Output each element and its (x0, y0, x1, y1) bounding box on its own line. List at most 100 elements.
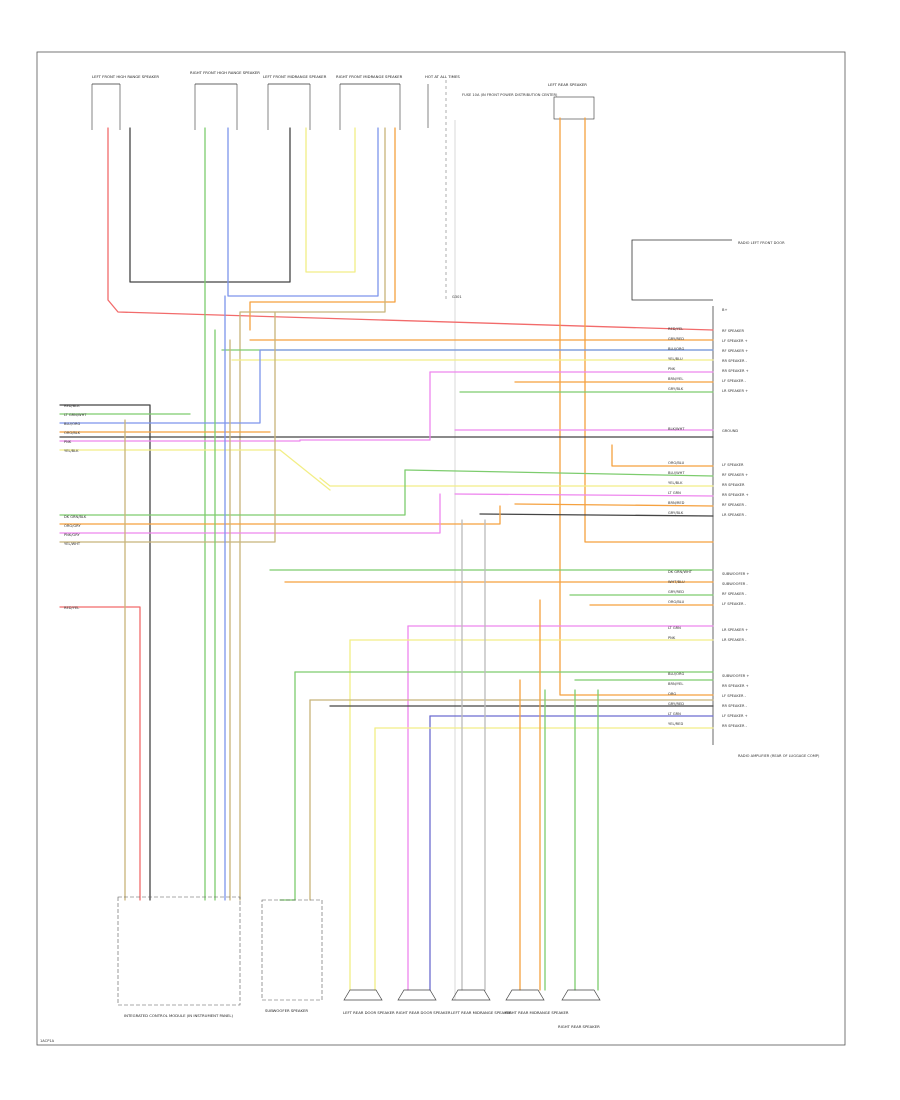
amp-wire-label: BLU/ORG (668, 347, 684, 351)
top-component-lr-speaker: LEFT REAR SPEAKER (548, 82, 587, 87)
amp-wire-label: ORG/BLU (668, 461, 685, 465)
amp-wire-label: GRY/BLK (668, 387, 684, 391)
amp-wire-label: BRN/YEL (668, 377, 683, 381)
amp-wire-label: BRN/RED (668, 501, 685, 505)
amp-pin: RR SPEAKER - (722, 724, 748, 728)
top-component-hot: HOT AT ALL TIMES (425, 74, 460, 79)
wire-orange (611, 444, 714, 467)
wire-pink (59, 371, 431, 442)
wire-gray (59, 404, 151, 901)
amp-wire-label: LT GRN (668, 491, 681, 495)
top-component-lf-high: LEFT FRONT HIGH RANGE SPEAKER (92, 74, 159, 79)
lr-door-speaker: LEFT REAR DOOR SPEAKER (343, 989, 395, 1015)
integrated-control-module-box (117, 896, 241, 1006)
wire-tan (59, 311, 276, 543)
top-component-rf-mid: RIGHT FRONT MIDRANGE SPEAKER (336, 74, 403, 79)
amp-wire-label: ORG (668, 692, 676, 696)
left-input-label: BLU/ORG (64, 422, 80, 426)
bottom-component-rr-speaker: RIGHT REAR SPEAKER (558, 1024, 600, 1029)
left-input-label: ORG/GRY (64, 524, 81, 528)
amp-pin: LR SPEAKER + (722, 389, 748, 393)
amp-pin: SUBWOOFER - (722, 582, 748, 586)
amp-pin: RR SPEAKER + (722, 684, 749, 688)
left-input-label: DK GRN/BLK (64, 515, 87, 519)
amp-pin: RF SPEAKER (722, 329, 745, 333)
wire-orange (559, 117, 714, 696)
diagram-id: 1ACP1A (40, 1039, 55, 1043)
amp-wire-label: YEL/BLU (668, 357, 683, 361)
wire-orange (249, 127, 396, 331)
bottom-component-lr-mid: LEFT REAR MIDRANGE SPEAKER (451, 1010, 512, 1015)
wire-red (107, 127, 714, 331)
amp-pin: RR SPEAKER (722, 483, 745, 487)
amp-pin: RF SPEAKER + (722, 349, 748, 353)
amp-pin: LF SPEAKER (722, 463, 744, 467)
amp-pin: RR SPEAKER - (722, 359, 748, 363)
amp-pin: RF SPEAKER - (722, 503, 747, 507)
bottom-components: INTEGRATED CONTROL MODULE (IN INSTRUMENT… (117, 896, 601, 1029)
amplifier-block: RADIO LEFT FRONT DOOR RADIO AMPLIFIER (R… (631, 239, 820, 758)
wire-gray (129, 127, 291, 283)
rr-door-speaker: RIGHT REAR DOOR SPEAKER (396, 989, 451, 1015)
amp-wire-label: ORG/BLU (668, 600, 685, 604)
left-input-label: PNK (64, 440, 72, 444)
amp-pins: B+ RF SPEAKER LF SPEAKER + RF SPEAKER + … (722, 308, 749, 728)
amp-wire-label: GRY/RED (668, 590, 684, 594)
fuse-circuit: G301 (445, 80, 462, 1000)
wire-yellow (319, 477, 714, 487)
amp-pin: LR SPEAKER + (722, 628, 748, 632)
left-input-label: YEL/BLK (64, 449, 79, 453)
amp-wire-label: GRY/RED (668, 702, 684, 706)
ground-label: G301 (452, 295, 462, 299)
wire-orange (59, 505, 501, 525)
bottom-component-lr-door: LEFT REAR DOOR SPEAKER (343, 1010, 395, 1015)
amp-pin: RR SPEAKER - (722, 704, 748, 708)
wire-red (59, 606, 141, 901)
left-input-label: RED/BLK (64, 404, 80, 408)
amp-pin: LR SPEAKER - (722, 638, 747, 642)
top-components: LEFT FRONT HIGH RANGE SPEAKER RIGHT FRON… (91, 70, 595, 130)
wire-pink (454, 493, 714, 497)
bottom-component-subwoofer: SUBWOOFER SPEAKER (265, 1008, 308, 1013)
amp-power-label: RADIO LEFT FRONT DOOR (738, 241, 785, 245)
amp-wire-label: PNK (668, 367, 676, 371)
lr-midrange-speaker: LEFT REAR MIDRANGE SPEAKER (451, 989, 512, 1015)
left-input-label: PNK/GRY (64, 533, 80, 537)
left-input-label: ORG/BLK (64, 431, 81, 435)
rr-midrange-speaker: RIGHT REAR MIDRANGE SPEAKER (505, 989, 569, 1015)
fuse-note: FUSE 10A (IN FRONT POWER DISTRIBUTION CE… (462, 93, 558, 97)
wire-green (279, 671, 296, 901)
bottom-component-icm: INTEGRATED CONTROL MODULE (IN INSTRUMENT… (124, 1013, 233, 1018)
top-component-lf-mid: LEFT FRONT MIDRANGE SPEAKER (263, 74, 327, 79)
amp-wire-label: YEL/BLK (668, 481, 683, 485)
left-input-label: YEL/WHT (64, 542, 81, 546)
wire-pink (59, 493, 441, 534)
wires (59, 117, 714, 991)
wire-yellow (59, 449, 331, 491)
amp-wire-label: YEL/RED (668, 722, 683, 726)
left-input-label: RED/YEL (64, 606, 79, 610)
amp-pin: GROUND (722, 429, 738, 433)
amp-pin: SUBWOOFER + (722, 572, 749, 576)
amp-pin: LF SPEAKER + (722, 714, 748, 718)
diagram-frame (36, 51, 846, 1046)
rr-speaker: RIGHT REAR SPEAKER (558, 989, 601, 1029)
amp-pin: RR SPEAKER + (722, 369, 749, 373)
amp-pin: LF SPEAKER - (722, 379, 747, 383)
amplifier-label: RADIO AMPLIFIER (REAR OF LUGGAGE COMP) (738, 754, 820, 758)
amp-wire-label: LT GRN (668, 626, 681, 630)
wire-yellow (305, 127, 356, 273)
amp-wire-label: BRN/YEL (668, 682, 683, 686)
wire-orange (584, 117, 714, 543)
amp-wire-labels: RED/YEL GRY/RED BLU/ORG YEL/BLU PNK BRN/… (668, 327, 693, 726)
amp-pin: RF SPEAKER - (722, 592, 747, 596)
wire-green (404, 469, 714, 477)
amp-wire-label: PNK (668, 636, 676, 640)
left-input-label: LT GRN/WHT (64, 413, 87, 417)
bottom-component-rr-mid: RIGHT REAR MIDRANGE SPEAKER (505, 1010, 569, 1015)
amp-wire-label: BLU/ORG (668, 672, 684, 676)
amp-pin: RF SPEAKER + (722, 473, 748, 477)
amp-wire-label: BLK/WHT (668, 427, 685, 431)
amp-pin: LF SPEAKER + (722, 339, 748, 343)
